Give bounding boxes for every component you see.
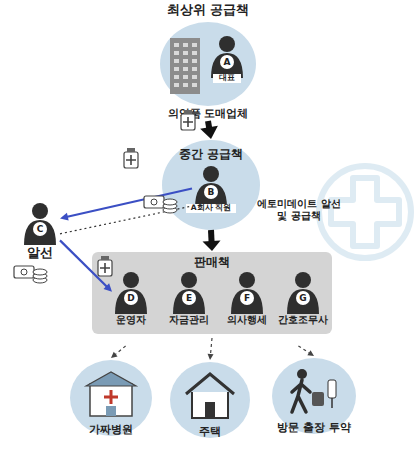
location-circle: 방문 출장 투약 <box>272 358 356 434</box>
node-heading: G <box>296 291 310 305</box>
flow-arrow <box>200 121 218 139</box>
node-heading: 판매책 <box>92 256 332 270</box>
node-label: 간호조무사 <box>272 314 334 326</box>
person-icon: G간호조무사 <box>286 272 320 316</box>
person-icon: BA회사 직원 <box>194 166 228 216</box>
person-icon: D운영자 <box>114 272 148 316</box>
node-heading: D <box>124 291 138 305</box>
building-icon <box>160 22 256 106</box>
medicine-bottle <box>124 148 138 168</box>
broker-person: C알선 <box>22 203 58 247</box>
person-icon: E자금관리 <box>172 272 206 316</box>
person-icon: F의사행세 <box>230 272 264 316</box>
node-heading: B <box>204 185 218 199</box>
node-label: 자금관리 <box>158 314 220 326</box>
plus-watermark <box>319 166 411 258</box>
node-heading: 중간 공급책 <box>162 148 260 162</box>
node-heading: 주택 <box>160 426 260 439</box>
supplier-circle: 최상위 공급책의약품 도매업체A대표 <box>160 22 256 106</box>
node-label: 에토미데이트 알선 및 공급책 <box>256 198 342 221</box>
node-label: 운영자 <box>100 314 162 326</box>
node-heading: E <box>182 291 196 305</box>
flow-arrow <box>203 230 221 251</box>
sales-arrow <box>298 346 314 356</box>
node-label: 의사행세 <box>216 314 278 326</box>
sales-arrow <box>111 346 126 358</box>
node-heading: C <box>33 222 47 236</box>
location-circle: 가짜병원 <box>70 360 152 436</box>
sales-arrow <box>208 338 214 360</box>
node-heading: 최상위 공급책 <box>130 3 286 18</box>
node-heading: F <box>240 291 254 305</box>
node-heading: 가짜병원 <box>60 424 162 437</box>
node-label: A회사 직원 <box>186 204 236 213</box>
node-heading: A <box>220 55 234 69</box>
node-label: 대표 <box>213 74 241 83</box>
node-label: 알선 <box>14 246 66 261</box>
location-circle: 주택 <box>170 362 250 438</box>
person-icon: A 대표 <box>210 36 244 86</box>
node-label: 의약품 도매업체 <box>130 108 286 121</box>
supplier-circle: 중간 공급책에토미데이트 알선 및 공급책BA회사 직원 <box>162 140 260 230</box>
seller-group-box: 판매책D운영자E자금관리F의사행세G간호조무사 <box>92 252 332 334</box>
money-icon <box>14 266 47 283</box>
node-heading: 방문 출장 투약 <box>258 422 370 435</box>
